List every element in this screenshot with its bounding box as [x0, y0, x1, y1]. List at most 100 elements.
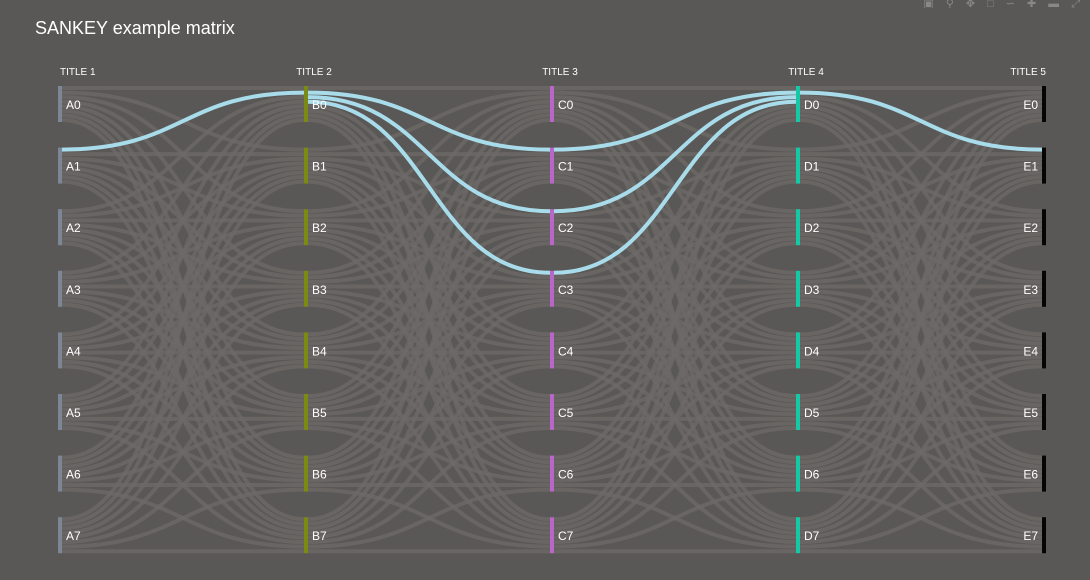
- node-B0[interactable]: [304, 86, 308, 122]
- link-B6-C0[interactable]: [307, 113, 551, 460]
- node-B6[interactable]: [304, 455, 308, 492]
- link-A7-B5[interactable]: [61, 426, 305, 545]
- pan-icon[interactable]: ✥: [965, 0, 976, 8]
- node-A6[interactable]: [58, 455, 62, 492]
- node-E0[interactable]: [1042, 86, 1046, 122]
- node-B7[interactable]: [304, 517, 308, 554]
- zoom-icon[interactable]: ⚲: [945, 0, 954, 8]
- link-C6-D0[interactable]: [553, 113, 797, 460]
- link-D7-E5[interactable]: [799, 426, 1043, 545]
- link-B7-C3[interactable]: [307, 302, 551, 535]
- node-A4[interactable]: [58, 332, 62, 369]
- select-icon[interactable]: □: [987, 0, 994, 8]
- node-C1[interactable]: [550, 147, 554, 184]
- node-A5[interactable]: [58, 394, 62, 430]
- node-D7[interactable]: [796, 517, 800, 554]
- link-C7-D1[interactable]: [553, 179, 797, 526]
- link-D2-E0[interactable]: [799, 95, 1043, 214]
- zoom-out-icon[interactable]: ▬: [1048, 0, 1060, 8]
- link-B7-C1[interactable]: [307, 179, 551, 526]
- node-A1[interactable]: [58, 147, 62, 184]
- node-E5[interactable]: [1042, 394, 1046, 430]
- link-D7-E2[interactable]: [799, 241, 1043, 531]
- link-A7-B6[interactable]: [61, 487, 305, 549]
- highlighted-link-D0-E1[interactable]: [799, 90, 1043, 152]
- link-B7-C5[interactable]: [307, 426, 551, 545]
- node-D4[interactable]: [796, 332, 800, 369]
- node-C5[interactable]: [550, 394, 554, 430]
- link-A6-B0[interactable]: [61, 113, 305, 460]
- highlighted-link-A1-B0[interactable]: [61, 90, 305, 152]
- link-D4-E0[interactable]: [799, 104, 1043, 337]
- node-E6[interactable]: [1042, 455, 1046, 492]
- link-A7-B3[interactable]: [61, 302, 305, 535]
- zoom-in-icon[interactable]: ✚: [1026, 0, 1037, 8]
- node-D6[interactable]: [796, 455, 800, 492]
- link-B5-C0[interactable]: [307, 108, 551, 398]
- link-B7-C0[interactable]: [307, 118, 551, 522]
- link-B7-C6[interactable]: [307, 487, 551, 549]
- node-A2[interactable]: [58, 209, 62, 246]
- modebar[interactable]: ▣ ⚲ ✥ □ ∽ ✚ ▬ ⤢: [923, 0, 1080, 8]
- node-D0[interactable]: [796, 86, 800, 122]
- link-C5-D0[interactable]: [553, 108, 797, 398]
- link-A7-B2[interactable]: [61, 241, 305, 531]
- link-A4-B0[interactable]: [61, 104, 305, 337]
- node-D2[interactable]: [796, 209, 800, 246]
- highlighted-link-B0-C3[interactable]: [307, 99, 551, 275]
- autoscale-icon[interactable]: ⤢: [1071, 0, 1080, 8]
- link-A5-B0[interactable]: [61, 108, 305, 398]
- highlighted-link-C3-D0[interactable]: [553, 99, 797, 275]
- node-E4[interactable]: [1042, 332, 1046, 369]
- link-A7-B1[interactable]: [61, 179, 305, 526]
- link-D7-E4[interactable]: [799, 364, 1043, 540]
- link-D7-E6[interactable]: [799, 487, 1043, 549]
- link-C7-D5[interactable]: [553, 426, 797, 545]
- link-B7-C2[interactable]: [307, 241, 551, 531]
- highlighted-link-B0-C1[interactable]: [307, 90, 551, 152]
- link-A3-B0[interactable]: [61, 99, 305, 275]
- link-A7-B4[interactable]: [61, 364, 305, 540]
- link-B7-C4[interactable]: [307, 364, 551, 540]
- link-A7-B0[interactable]: [61, 118, 305, 522]
- node-C0[interactable]: [550, 86, 554, 122]
- link-C7-D6[interactable]: [553, 487, 797, 549]
- link-D5-E0[interactable]: [799, 108, 1043, 398]
- node-D3[interactable]: [796, 270, 800, 307]
- link-A2-B0[interactable]: [61, 95, 305, 214]
- node-C4[interactable]: [550, 332, 554, 369]
- highlighted-link-B0-C2[interactable]: [307, 95, 551, 214]
- link-D7-E1[interactable]: [799, 179, 1043, 526]
- link-C7-D4[interactable]: [553, 364, 797, 540]
- link-C4-D0[interactable]: [553, 104, 797, 337]
- link-D3-E0[interactable]: [799, 99, 1043, 275]
- node-C2[interactable]: [550, 209, 554, 246]
- node-E2[interactable]: [1042, 209, 1046, 246]
- node-B1[interactable]: [304, 147, 308, 184]
- node-C6[interactable]: [550, 455, 554, 492]
- node-D1[interactable]: [796, 147, 800, 184]
- lasso-icon[interactable]: ∽: [1005, 0, 1015, 8]
- highlighted-link-C1-D0[interactable]: [553, 90, 797, 152]
- node-D5[interactable]: [796, 394, 800, 430]
- link-D7-E0[interactable]: [799, 118, 1043, 522]
- camera-icon[interactable]: ▣: [923, 0, 934, 8]
- node-E3[interactable]: [1042, 270, 1046, 307]
- link-D6-E0[interactable]: [799, 113, 1043, 460]
- node-B3[interactable]: [304, 270, 308, 307]
- node-B5[interactable]: [304, 394, 308, 430]
- node-C7[interactable]: [550, 517, 554, 554]
- link-C7-D3[interactable]: [553, 302, 797, 535]
- node-E1[interactable]: [1042, 147, 1046, 184]
- node-A3[interactable]: [58, 270, 62, 307]
- node-B4[interactable]: [304, 332, 308, 369]
- link-C7-D0[interactable]: [553, 118, 797, 522]
- node-E7[interactable]: [1042, 517, 1046, 554]
- node-C3[interactable]: [550, 270, 554, 307]
- highlighted-link-C2-D0[interactable]: [553, 95, 797, 214]
- node-A7[interactable]: [58, 517, 62, 554]
- link-C7-D2[interactable]: [553, 241, 797, 531]
- node-A0[interactable]: [58, 86, 62, 122]
- node-B2[interactable]: [304, 209, 308, 246]
- link-D7-E3[interactable]: [799, 302, 1043, 535]
